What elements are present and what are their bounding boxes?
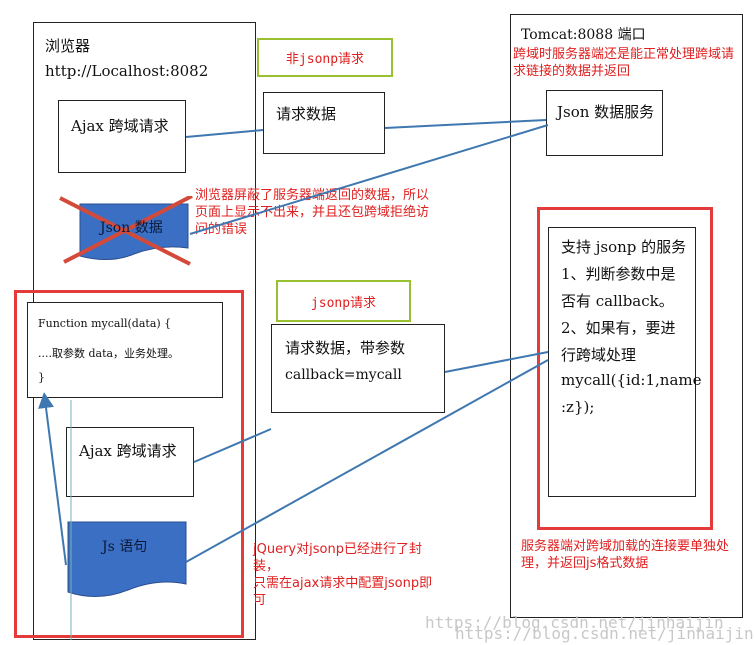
function-line-1: Function mycall(data) { <box>38 317 172 330</box>
request-with-param-line-1: 请求数据，带参数 <box>285 339 406 357</box>
server-bottom-note: 服务器端对跨域加载的连接要单独处理，并返回js格式数据 <box>521 539 730 571</box>
json-service-label: Json 数据服务 <box>557 103 655 121</box>
jquery-note-line-2: 装， <box>253 559 280 574</box>
js-statement-document <box>67 521 187 597</box>
server-title: Tomcat:8088 端口 <box>521 27 646 43</box>
jquery-note-line-1: jQuery对jsonp已经进行了封 <box>253 542 422 557</box>
line-ajax-to-request-param <box>193 428 272 463</box>
jsonp-service-line-4: 2、如果有，要进 <box>561 319 676 337</box>
ajax-request-label-top: Ajax 跨域请求 <box>71 117 169 135</box>
line-jsonp-service-to-js-doc <box>185 359 549 563</box>
jsonp-client-frame <box>14 290 244 638</box>
json-data-document <box>59 196 193 266</box>
jsonp-label: jsonp请求 <box>310 295 377 311</box>
jquery-note-line-3: 只需在ajax请求中配置jsonp即 <box>253 576 433 591</box>
non-jsonp-label-box: 非jsonp请求 <box>257 38 393 77</box>
request-with-param-line-2: callback=mycall <box>285 367 402 383</box>
ajax-request-box-bottom: Ajax 跨域请求 <box>66 427 194 497</box>
function-line-3: } <box>38 371 45 384</box>
jsonp-service-line-7: :z}); <box>561 398 595 416</box>
request-with-param-box: 请求数据，带参数 callback=mycall <box>271 324 445 413</box>
ajax-request-label-bottom: Ajax 跨域请求 <box>79 442 177 460</box>
blocked-note: 浏览器屏蔽了服务器端返回的数据，所以页面上显示不出来，并且还包跨域拒绝访问的错误 <box>195 188 430 237</box>
jsonp-service-line-1: 支持 jsonp 的服务 <box>561 238 687 256</box>
server-note: 跨域时服务器端还是能正常处理跨域请求链接的数据并返回 <box>513 47 735 79</box>
mycall-function-box: Function mycall(data) { ....取参数 data，业务处… <box>27 302 223 398</box>
js-statement-label: Js 语句 <box>102 539 148 555</box>
function-line-2: ....取参数 data，业务处理。 <box>38 347 180 360</box>
json-service-box: Json 数据服务 <box>546 90 663 156</box>
jsonp-label-box: jsonp请求 <box>276 280 411 322</box>
request-data-label: 请求数据 <box>276 105 337 123</box>
non-jsonp-label: 非jsonp请求 <box>285 52 365 67</box>
jsonp-service-line-3: 否有 callback。 <box>561 292 674 310</box>
ajax-request-box-top: Ajax 跨域请求 <box>58 100 186 173</box>
watermark-line-2: https://blog.csdn.net/jinhaijin <box>455 624 754 643</box>
jsonp-service-line-2: 1、判断参数中是 <box>561 265 676 283</box>
line-ajax-to-request-data <box>185 129 264 138</box>
jquery-note: jQuery对jsonp已经进行了封 装， 只需在ajax请求中配置jsonp即… <box>253 541 493 609</box>
request-data-box: 请求数据 <box>263 92 385 154</box>
line-request-data-to-json-service <box>384 119 547 129</box>
line-js-doc-to-function <box>38 392 67 566</box>
jsonp-service-box: 支持 jsonp 的服务 1、判断参数中是 否有 callback。 2、如果有… <box>548 227 702 497</box>
browser-title: 浏览器 <box>45 37 91 55</box>
jsonp-service-line-6: mycall({id:1,name <box>561 371 702 389</box>
jquery-note-line-4: 可 <box>253 593 267 608</box>
line-json-service-to-json-doc <box>189 124 549 235</box>
jsonp-service-line-5: 行跨域处理 <box>561 346 637 364</box>
line-request-param-to-jsonp-service <box>444 351 549 373</box>
jsonp-service-frame <box>537 207 713 530</box>
json-data-doc-label: Json 数据 <box>100 220 163 236</box>
browser-url: http://Localhost:8082 <box>45 62 209 80</box>
watermark-line-1: https://blog.csdn.net/jinhaijin <box>425 613 724 632</box>
